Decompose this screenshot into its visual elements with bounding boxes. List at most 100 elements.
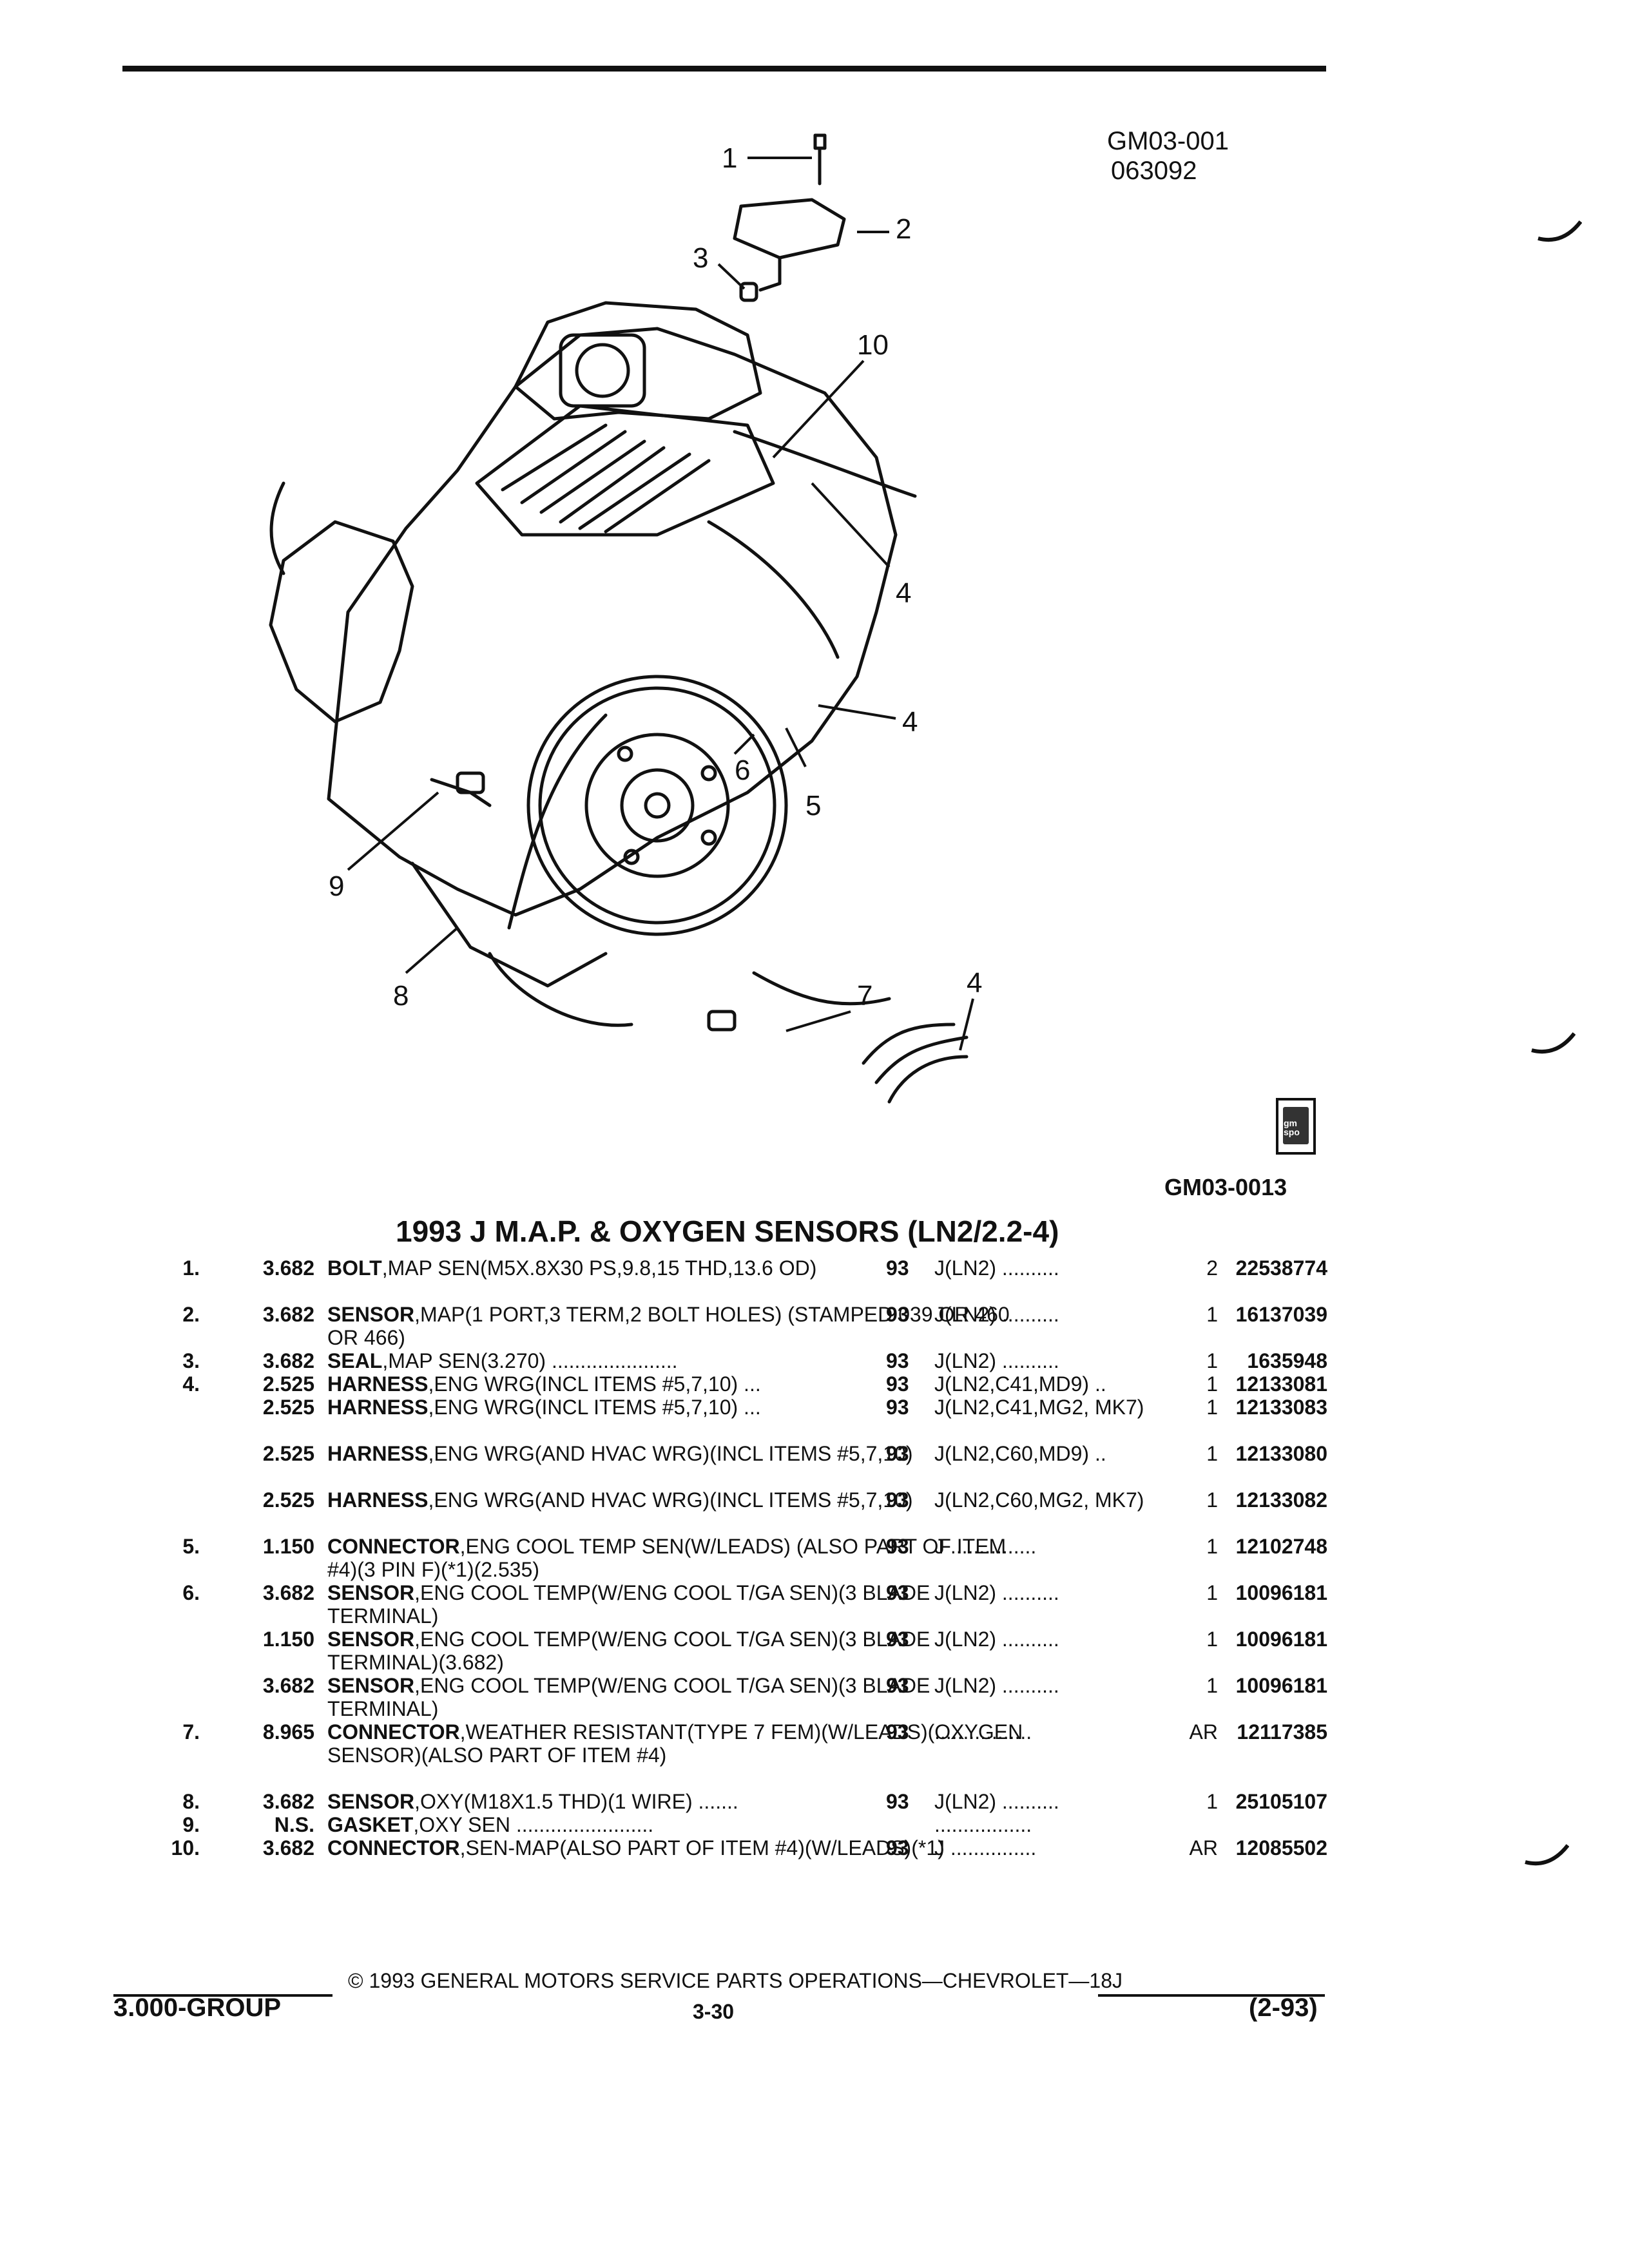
callout-7: 7	[857, 980, 872, 1012]
callout-8: 8	[393, 980, 409, 1012]
table-row: 9.N.S..................GASKET,OXY SEN ..…	[148, 1813, 1327, 1836]
engine-block-outline	[327, 327, 898, 917]
quantity: 1	[1206, 1581, 1218, 1604]
item-number: 10.	[171, 1836, 200, 1860]
part-number: 16137039	[1235, 1303, 1327, 1326]
quantity: 1	[1206, 1488, 1218, 1512]
binder-mark	[1525, 1844, 1569, 1866]
model-year: 93	[886, 1720, 909, 1744]
group-number: 3.682	[262, 1303, 314, 1326]
part-description: ,SEN-MAP(ALSO PART OF ITEM #4)(W/LEADS)(…	[459, 1836, 945, 1860]
part-name: HARNESS	[327, 1372, 429, 1396]
description: HARNESS,ENG WRG(INCL ITEMS #5,7,10) ...	[327, 1372, 1023, 1396]
application: J ...............	[934, 1836, 1037, 1860]
application: J(LN2) ..........	[934, 1674, 1059, 1697]
group-number: 3.682	[262, 1674, 314, 1697]
application: J(LN2,C60,MD9) ..	[934, 1442, 1106, 1465]
page-title: 1993 J M.A.P. & OXYGEN SENSORS (LN2/2.2-…	[396, 1215, 1059, 1248]
part-description: ,ENG WRG(INCL ITEMS #5,7,10) ...	[428, 1396, 761, 1419]
part-description: ,ENG COOL TEMP(W/ENG COOL T/GA SEN)(3 BL…	[327, 1581, 930, 1628]
engine-harness	[507, 430, 917, 1006]
quantity: 1	[1206, 1372, 1218, 1396]
description: SENSOR,ENG COOL TEMP(W/ENG COOL T/GA SEN…	[327, 1581, 1023, 1628]
model-year: 93	[886, 1442, 909, 1465]
description: SENSOR,ENG COOL TEMP(W/ENG COOL T/GA SEN…	[327, 1628, 1023, 1674]
application: J(LN2) ..........	[934, 1303, 1059, 1326]
part-description: ,OXY(M18X1.5 THD)(1 WIRE) .......	[414, 1790, 738, 1813]
seal	[739, 282, 758, 302]
quantity: 1	[1206, 1535, 1218, 1558]
part-name: SENSOR	[327, 1628, 415, 1651]
group-number: 2.525	[262, 1372, 314, 1396]
model-year: 93	[886, 1535, 909, 1558]
part-name: HARNESS	[327, 1396, 429, 1419]
group-number: 3.682	[262, 1256, 314, 1280]
description: CONNECTOR,ENG COOL TEMP SEN(W/LEADS) (AL…	[327, 1535, 1023, 1581]
application: J(LN2) ..........	[934, 1628, 1059, 1651]
model-year: 93	[886, 1256, 909, 1280]
application: J ...............	[934, 1535, 1037, 1558]
part-number: 12133083	[1235, 1396, 1327, 1419]
item-number: 7.	[182, 1720, 200, 1744]
callout-6: 6	[735, 754, 750, 786]
map-sensor	[733, 198, 846, 260]
callout-1: 1	[722, 142, 737, 174]
revision-date: (2-93)	[1249, 1994, 1318, 2022]
intake-plenum	[514, 301, 762, 421]
callout-4-b: 4	[902, 706, 918, 738]
part-name: HARNESS	[327, 1488, 429, 1512]
quantity: 1	[1206, 1674, 1218, 1697]
callout-3: 3	[693, 242, 708, 274]
model-year: 93	[886, 1349, 909, 1372]
item-number: 9.	[182, 1813, 200, 1836]
item-number: 1.	[182, 1256, 200, 1280]
group-number: 2.525	[262, 1442, 314, 1465]
model-year: 93	[886, 1628, 909, 1651]
quantity: 1	[1206, 1790, 1218, 1813]
figure-code: GM03-0013	[1164, 1174, 1287, 1200]
binder-mark	[1531, 1032, 1576, 1054]
part-name: CONNECTOR	[327, 1836, 460, 1860]
quantity: 1	[1206, 1396, 1218, 1419]
quantity: 1	[1206, 1303, 1218, 1326]
oxygen-sensor-connector	[707, 1010, 737, 1032]
part-description: ,ENG COOL TEMP SEN(W/LEADS) (ALSO PART O…	[327, 1535, 1007, 1581]
item-number: 6.	[182, 1581, 200, 1604]
page-number: 3-30	[693, 2000, 735, 2023]
ref-code-2: 063092	[1111, 157, 1197, 185]
part-description: ,MAP SEN(3.270) ......................	[382, 1349, 678, 1372]
model-year: 93	[886, 1303, 909, 1326]
part-name: SENSOR	[327, 1790, 415, 1813]
description: HARNESS,ENG WRG(AND HVAC WRG)(INCL ITEMS…	[327, 1442, 1023, 1465]
callout-2: 2	[896, 213, 911, 245]
description: GASKET,OXY SEN ........................	[327, 1813, 1023, 1836]
model-year: 93	[886, 1488, 909, 1512]
group-label: 3.000-GROUP	[113, 1994, 282, 2022]
part-number: 12133082	[1235, 1488, 1327, 1512]
part-number: 10096181	[1235, 1581, 1327, 1604]
description: CONNECTOR,WEATHER RESISTANT(TYPE 7 FEM)(…	[327, 1720, 1023, 1767]
throttle-bore	[575, 343, 630, 398]
part-number: 12085502	[1235, 1836, 1327, 1860]
part-description: ,ENG COOL TEMP(W/ENG COOL T/GA SEN)(3 BL…	[327, 1628, 930, 1674]
quantity: AR	[1189, 1720, 1218, 1744]
quantity: 2	[1206, 1256, 1218, 1280]
model-year: 93	[886, 1396, 909, 1419]
part-number: 12102748	[1235, 1535, 1327, 1558]
part-description: ,OXY SEN ........................	[413, 1813, 654, 1836]
part-name: SENSOR	[327, 1581, 415, 1604]
application: .................	[934, 1720, 1032, 1744]
group-number: 1.150	[262, 1628, 314, 1651]
gm-spo-logo-text: gm spo	[1284, 1118, 1300, 1137]
application: J(LN2) ..........	[934, 1581, 1059, 1604]
quantity: 1	[1206, 1349, 1218, 1372]
group-number: 3.682	[262, 1581, 314, 1604]
flywheel	[526, 675, 788, 936]
